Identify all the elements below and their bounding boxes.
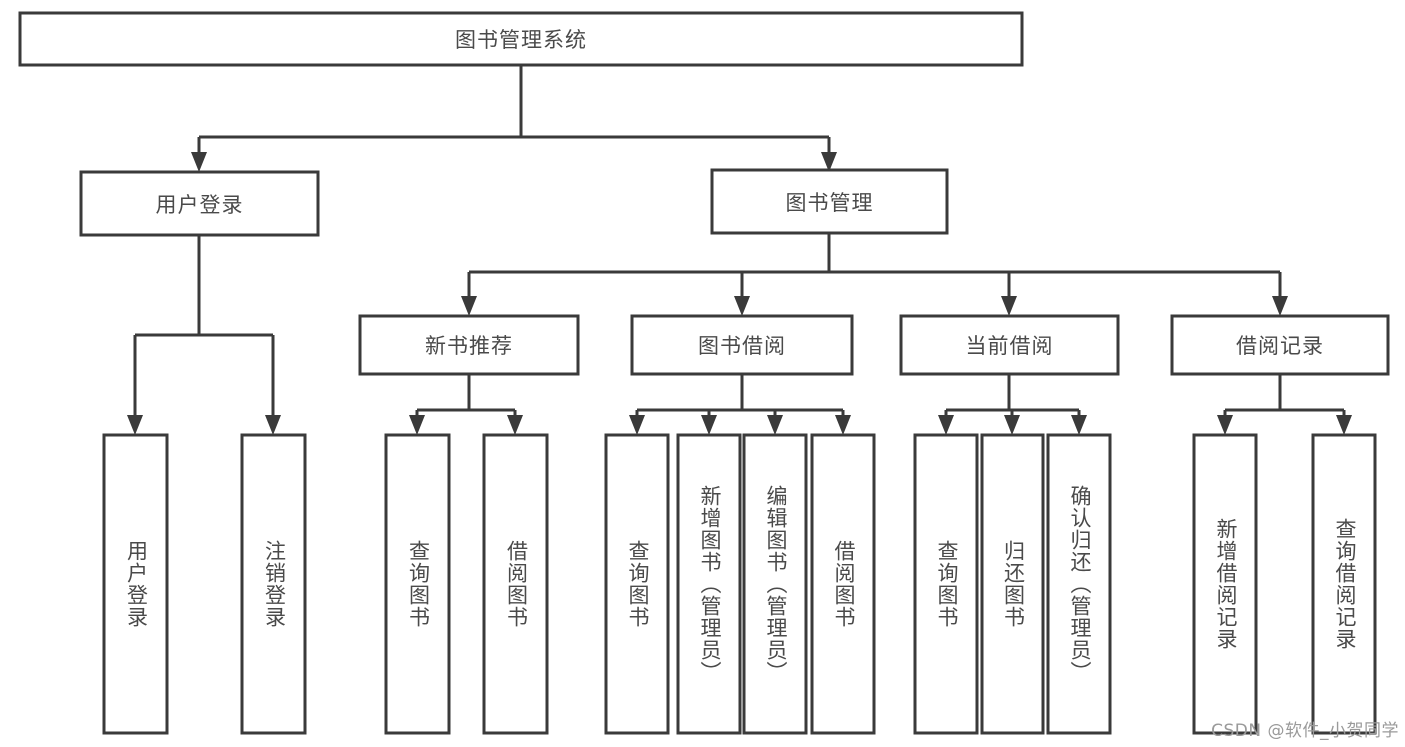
conn-userlogin-leaves-arrow-1 — [265, 415, 281, 435]
conn-userlogin-leaves-arrow-0 — [127, 415, 143, 435]
conn-borrow-leaves-arrow-1 — [701, 415, 717, 435]
node-box-leaf-query-book-3 — [913, 433, 979, 735]
conn-current-leaves-arrow-0 — [938, 415, 954, 435]
conn-root-level2-arrow-1 — [821, 152, 837, 172]
conn-borrow-leaves-arrow-3 — [835, 415, 851, 435]
node-box-borrow-record — [1170, 314, 1390, 376]
node-box-leaf-add-book-admin — [676, 433, 742, 735]
conn-bookmanage-level3-arrow-3 — [1272, 296, 1288, 316]
conn-recommend-leaves-arrow-1 — [507, 415, 523, 435]
conn-borrow-leaves-arrow-0 — [629, 415, 645, 435]
node-box-current-borrow — [899, 314, 1120, 376]
node-box-book-borrow — [630, 314, 854, 376]
node-box-leaf-borrow-book-2 — [810, 433, 876, 735]
conn-bookmanage-level3-arrow-2 — [1001, 296, 1017, 316]
conn-borrow-leaves-arrow-2 — [767, 415, 783, 435]
conn-recommend-leaves-arrow-0 — [409, 415, 425, 435]
node-box-leaf-add-borrow-record — [1192, 433, 1258, 735]
conn-current-leaves-arrow-2 — [1071, 415, 1087, 435]
node-box-leaf-query-book-2 — [604, 433, 670, 735]
conn-record-leaves-arrow-1 — [1336, 415, 1352, 435]
node-box-layer — [18, 11, 1390, 735]
node-box-leaf-query-book-1 — [384, 433, 451, 735]
node-box-leaf-return-book — [980, 433, 1045, 735]
node-box-leaf-query-borrow-record — [1311, 433, 1377, 735]
conn-record-leaves-arrow-0 — [1217, 415, 1233, 435]
node-box-new-book-recommend — [358, 314, 580, 376]
node-box-user-login — [79, 170, 320, 237]
node-box-leaf-logout — [240, 433, 307, 735]
conn-current-leaves-arrow-1 — [1004, 415, 1020, 435]
conn-root-level2-arrow-0 — [191, 152, 207, 172]
node-box-leaf-borrow-book-1 — [482, 433, 549, 735]
connector-layer — [127, 65, 1352, 435]
node-box-book-manage — [710, 168, 949, 235]
node-box-leaf-edit-book-admin — [742, 433, 808, 735]
node-box-root — [18, 11, 1024, 67]
watermark-text: CSDN @软件_小贺同学 — [1211, 721, 1399, 741]
conn-bookmanage-level3-arrow-1 — [734, 296, 750, 316]
node-box-leaf-user-login — [102, 433, 169, 735]
conn-bookmanage-level3-arrow-0 — [461, 296, 477, 316]
node-box-leaf-confirm-return-admin — [1046, 433, 1112, 735]
